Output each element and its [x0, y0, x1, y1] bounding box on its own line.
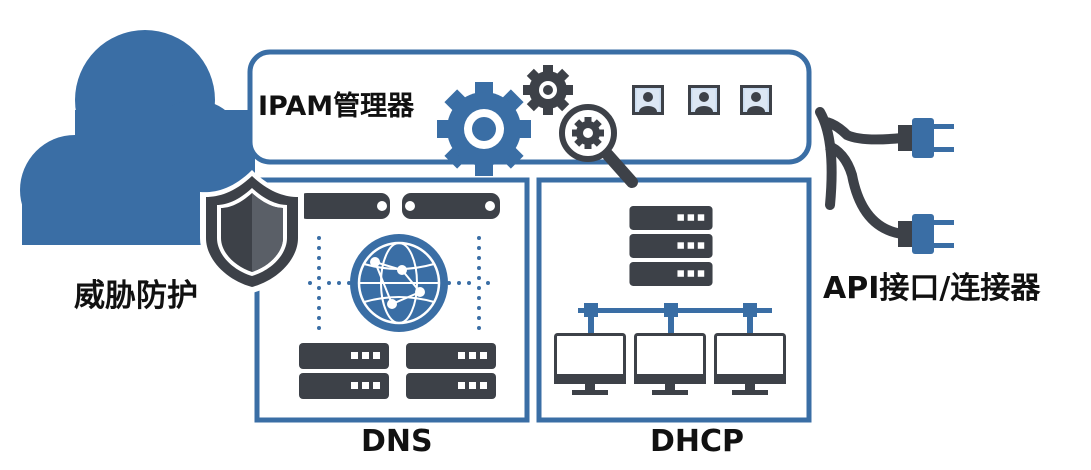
power-plug-icon — [815, 107, 954, 254]
ipam-manager-label: IPAM管理器 — [258, 91, 415, 122]
threat-protection-label: 威胁防护 — [74, 278, 198, 314]
gear-icon — [437, 65, 573, 176]
cloud-icon — [20, 30, 255, 245]
ipam-panel — [247, 49, 812, 165]
dns-label: DNS — [361, 424, 433, 459]
user-avatar-icon — [632, 85, 772, 115]
globe-network-icon — [350, 234, 448, 332]
monitor-icon — [554, 333, 786, 397]
api-connector-label: API接口/连接器 — [823, 271, 1041, 306]
server-icon — [629, 206, 713, 286]
magnifier-gear-icon — [559, 104, 638, 188]
dhcp-panel — [536, 177, 812, 423]
dns-panel — [254, 177, 530, 423]
shield-icon — [200, 170, 304, 293]
dhcp-label: DHCP — [650, 424, 745, 459]
